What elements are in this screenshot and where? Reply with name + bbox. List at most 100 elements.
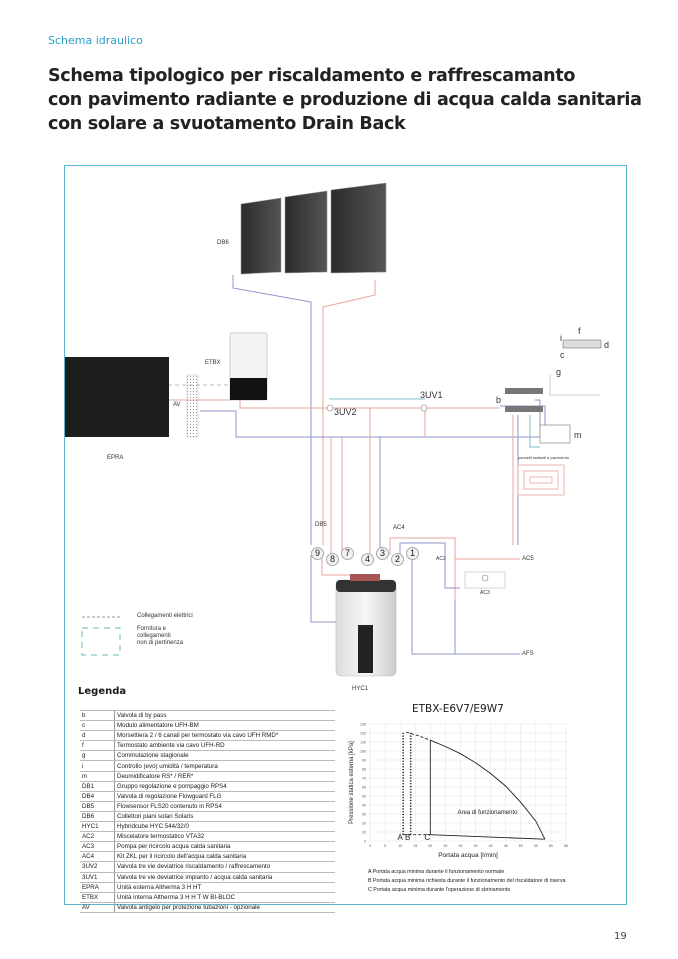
x-tick-label: 15 <box>413 844 417 848</box>
port-4: 4 <box>361 553 374 566</box>
legend-desc: Unità interna Altherma 3 H H T W BI-BLOC <box>114 892 335 903</box>
page-number: 19 <box>614 931 627 942</box>
y-tick-label: 50 <box>362 795 366 799</box>
label-3uv1: 3UV1 <box>420 390 443 400</box>
title-line: con pavimento radiante e produzione di a… <box>48 90 642 110</box>
legend-desc: Unità esterna Altherma 3 H HT <box>114 882 335 893</box>
chart-title: ETBX-E6V7/E9W7 <box>412 703 504 715</box>
title-line: Schema tipologico per riscaldamento e ra… <box>48 66 576 86</box>
marker-label: A <box>397 833 403 842</box>
label-epra: EPRA <box>107 455 124 461</box>
legend-desc: Termostato ambiente via cavo UFH-RD <box>114 740 335 752</box>
legend-code: AC2 <box>80 831 115 843</box>
port-3: 3 <box>376 547 389 560</box>
y-tick-label: 30 <box>362 813 366 817</box>
label-floor: pannelli radianti a pavimento <box>518 455 569 460</box>
series-line <box>430 834 545 840</box>
x-tick-label: 30 <box>458 844 462 848</box>
label-f: f <box>578 326 581 336</box>
marker-label: B <box>405 833 410 842</box>
legend-code: AC4 <box>80 851 115 863</box>
key-supply-line: Fornitura e <box>137 626 167 632</box>
y-tick-label: 80 <box>362 768 366 772</box>
x-tick-label: 0 <box>369 844 371 848</box>
y-axis-label: Pressione statica esterna [kPa] <box>349 741 355 824</box>
legend-code: g <box>80 750 115 762</box>
y-tick-label: 60 <box>362 786 366 790</box>
y-tick-label: 10 <box>362 831 366 835</box>
legend-desc: Controllo (evo) umidità / temperatura <box>114 760 335 772</box>
legend-code: AC3 <box>80 841 115 853</box>
label-3uv2: 3UV2 <box>334 407 357 417</box>
diagram-frame <box>64 165 627 905</box>
port-9: 9 <box>311 547 324 560</box>
legend-desc: Modulo alimentatore UFH-BM <box>114 720 335 732</box>
legend-code: AV <box>80 902 115 913</box>
port-2: 2 <box>391 553 404 566</box>
solar-collectors-db6 <box>240 182 387 275</box>
x-tick-label: 20 <box>428 844 432 848</box>
label-etbx: ETBX <box>205 360 221 366</box>
legend-desc: Pompa per ricircolo acqua calda sanitari… <box>114 841 335 853</box>
label-g: g <box>556 367 562 377</box>
legend-code: DB6 <box>80 811 115 823</box>
chart-note-b: B Portata acqua minima richiesta durante… <box>368 878 566 884</box>
legend-desc: Valvola antigelo per protezione tubazion… <box>114 902 335 913</box>
legend-desc: Morsettiera 2 / 6 canali per termostato … <box>114 730 335 742</box>
x-tick-label: 60 <box>549 844 553 848</box>
legend-code: ETBX <box>80 892 115 903</box>
port-8: 8 <box>326 553 339 566</box>
y-tick-label: 100 <box>360 750 366 754</box>
legend-desc: Gruppo regolazione e pompaggio RPS4 <box>114 781 335 792</box>
legend-desc: Deumidificatore RS* / RER* <box>114 771 335 782</box>
label-av: AV <box>173 402 181 408</box>
port-7: 7 <box>341 547 354 560</box>
legend-code: 3UV1 <box>80 872 115 883</box>
legend-desc: Miscelatore termostatico VTA32 <box>114 831 335 843</box>
y-tick-label: 70 <box>362 777 366 781</box>
legend-desc: Valvola di by pass <box>114 709 335 722</box>
legend-code: DB1 <box>80 781 115 792</box>
label-ac2: AC2 <box>436 556 446 562</box>
key-supply: Fornitura e collegamenti non di pertinen… <box>137 626 183 647</box>
legend-title: Legenda <box>78 686 127 697</box>
x-tick-label: 10 <box>398 844 402 848</box>
chart-annotation: Area di funzionamento <box>457 810 518 816</box>
y-tick-label: 110 <box>360 741 366 745</box>
y-tick-label: 120 <box>360 732 366 736</box>
legend-desc: Flowsensor FLS20 contenuto in RPS4 <box>114 801 335 812</box>
label-ac4: AC4 <box>393 525 405 531</box>
chart-note-a: A Portata acqua minima durante il funzio… <box>368 869 505 875</box>
chart-note-c: C Portata acqua minima durante l'operazi… <box>368 887 511 893</box>
key-electrical: Collegamenti elettrici <box>137 613 193 619</box>
y-tick-label: 0 <box>364 840 366 844</box>
y-tick-label: 130 <box>360 723 366 727</box>
x-tick-label: 5 <box>384 844 386 848</box>
legend-code: EPRA <box>80 882 115 893</box>
legend-code: HYC1 <box>80 821 115 833</box>
legend-desc: Hybridcube HYC 544/32/0 <box>114 821 335 833</box>
label-b: b <box>496 395 502 405</box>
section-label: Schema idraulico <box>48 34 143 47</box>
key-supply-line: collegamenti <box>137 633 171 639</box>
marker-label: C <box>424 833 430 842</box>
legend-code: d <box>80 730 115 742</box>
x-tick-label: 45 <box>504 844 508 848</box>
